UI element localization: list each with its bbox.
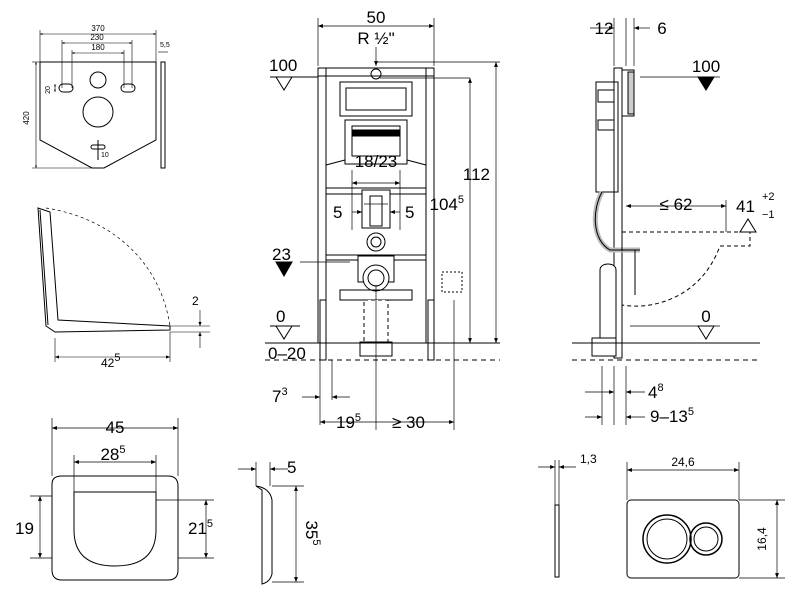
dim-plate-height: 420 xyxy=(22,111,31,125)
dim-seat-profile-thickness: 5 xyxy=(287,458,296,477)
dim-tol-minus: −1 xyxy=(762,209,775,221)
side-level-marker-0 xyxy=(697,325,715,340)
dim-plate-hole: 20 xyxy=(45,86,52,94)
dim-side-level: 23 xyxy=(272,245,291,264)
mounting-hole-left xyxy=(58,83,74,93)
dim-inlet-spacing: 18/23 xyxy=(355,152,398,171)
dim-seat-gap: 2 xyxy=(192,294,199,308)
side-cistern xyxy=(595,81,619,193)
dim-seat-right-height: 215 xyxy=(188,518,213,538)
button-large-flush xyxy=(642,514,692,564)
dim-offset-left: 5 xyxy=(333,203,342,222)
dim-side-top-depth: 12 xyxy=(595,19,614,38)
dim-button-width: 24,6 xyxy=(671,455,695,469)
flush-button-front-view xyxy=(626,462,785,579)
mounting-hole-right xyxy=(120,83,136,93)
dim-frame-width: 50 xyxy=(367,8,386,27)
dim-top-level: 100 xyxy=(269,56,297,75)
dim-side-top-level: 100 xyxy=(692,57,720,76)
side-level-marker-100 xyxy=(697,76,715,91)
dim-floor-range: 0–20 xyxy=(268,344,306,363)
cistern-box xyxy=(339,81,413,117)
frame-left-post xyxy=(317,67,327,344)
side-drain-pipe xyxy=(599,263,617,341)
frame-top-rail xyxy=(317,67,435,77)
dim-axis-left: 195 xyxy=(336,412,361,432)
lid-swing-arc xyxy=(45,207,171,327)
dim-plate-width: 370 xyxy=(91,24,105,33)
actuator-box xyxy=(344,119,408,165)
side-frame-post xyxy=(613,67,623,359)
frame-front-view xyxy=(265,18,500,430)
frame-side-view xyxy=(572,18,760,425)
dim-plate-bottom: 10 xyxy=(101,152,109,159)
dim-seat-profile-length: 355 xyxy=(302,520,322,545)
dim-height-total: 112 xyxy=(463,165,490,184)
inlet-opening xyxy=(89,71,107,89)
level-marker-23 xyxy=(275,261,293,278)
seat-top-view xyxy=(30,418,214,581)
dim-seat-left-height: 19 xyxy=(15,519,34,538)
button-small-flush xyxy=(689,522,723,556)
mounting-plate-view xyxy=(32,30,168,169)
seat-lid-outline xyxy=(37,207,171,333)
side-level-marker-41 xyxy=(739,218,757,233)
seat-side-view xyxy=(37,207,210,362)
dim-offset-right: 5 xyxy=(405,203,414,222)
seat-opening xyxy=(73,491,157,567)
button-plate xyxy=(626,499,740,579)
dim-plate-mid: 230 xyxy=(90,33,104,42)
dim-seat-width: 45 xyxy=(106,418,125,437)
dim-seat-inner-width: 285 xyxy=(100,444,125,464)
dim-tol-plus: +2 xyxy=(762,191,775,203)
electric-box xyxy=(441,271,463,293)
dim-wc-height: 41 xyxy=(736,197,755,216)
level-marker-0 xyxy=(275,325,293,340)
dim-plate-thickness: 5,5 xyxy=(160,42,170,49)
outlet-opening xyxy=(82,96,114,128)
button-side-outline xyxy=(554,504,560,578)
water-inlet xyxy=(370,68,382,80)
label-connection: R ½" xyxy=(357,29,394,48)
dim-height-inner: 1045 xyxy=(430,194,465,214)
dim-button-thickness: 1,3 xyxy=(580,452,597,466)
dim-plate-inner: 180 xyxy=(91,43,105,52)
seat-outline xyxy=(51,475,179,581)
seat-profile-view xyxy=(238,462,304,585)
seat-profile-outline xyxy=(255,485,273,585)
dim-side-pipe: 48 xyxy=(648,382,664,402)
water-connection xyxy=(366,232,386,252)
dim-side-floor-level: 0 xyxy=(701,307,710,326)
mounting-plate-side xyxy=(160,61,166,169)
level-marker-100 xyxy=(275,76,293,91)
dim-wc-depth: ≤ 62 xyxy=(660,195,693,214)
wc-bowl-outline xyxy=(621,231,751,307)
dim-button-height: 16,4 xyxy=(755,527,769,551)
dim-floor-level: 0 xyxy=(276,307,285,326)
dim-seat-depth: 425 xyxy=(101,352,120,370)
dim-axis-right: ≥ 30 xyxy=(392,413,425,432)
dim-wall-range: 9–135 xyxy=(650,406,694,426)
dim-foot: 73 xyxy=(272,386,288,406)
flush-button-side-view xyxy=(538,460,576,578)
dim-side-top-plate: 6 xyxy=(657,19,666,38)
